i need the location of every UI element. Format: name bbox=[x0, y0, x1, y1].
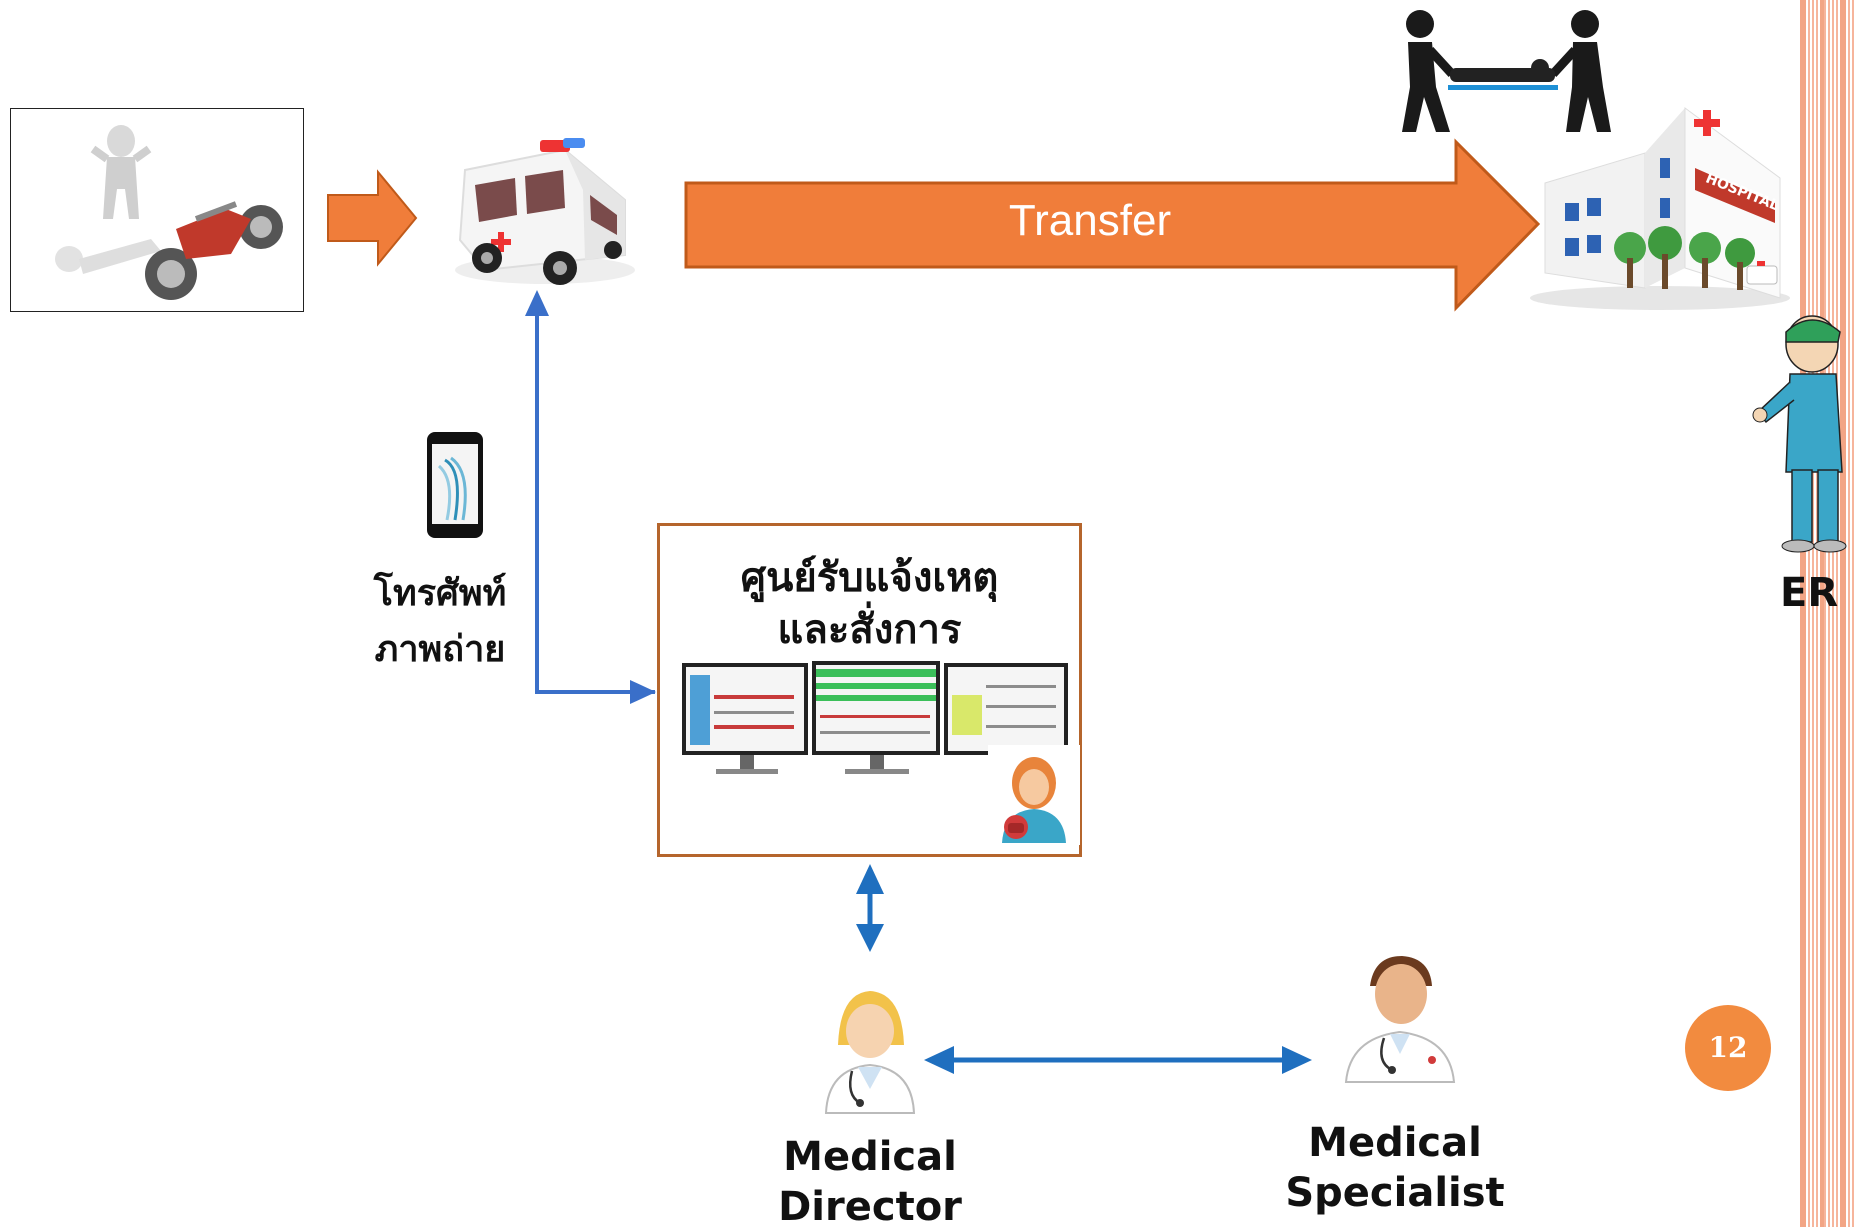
accident-icon bbox=[55, 125, 283, 300]
medical-director-label: Medical Director bbox=[745, 1132, 995, 1232]
small-orange-arrow bbox=[327, 169, 418, 267]
monitors-icon bbox=[682, 661, 1068, 774]
decorative-stripe bbox=[1800, 0, 1806, 1227]
command-center-title-line2: และสั่งการ bbox=[777, 607, 962, 653]
medical-specialist-line1: Medical bbox=[1308, 1120, 1482, 1166]
director-specialist-connector bbox=[924, 1046, 1312, 1074]
hospital-icon: HOSPITAL bbox=[1530, 107, 1790, 310]
stretcher-icon bbox=[1402, 10, 1611, 132]
phone-label: โทรศัพท์ ภาพถ่าย bbox=[350, 566, 530, 678]
medical-director-icon bbox=[824, 991, 916, 1114]
center-director-connector bbox=[856, 864, 884, 952]
er-label: ER bbox=[1780, 570, 1839, 616]
er-staff-icon bbox=[1752, 315, 1847, 553]
transfer-arrow bbox=[684, 138, 1541, 312]
medical-director-line1: Medical bbox=[783, 1134, 957, 1180]
medical-specialist-label: Medical Specialist bbox=[1270, 1118, 1520, 1218]
operator-icon bbox=[988, 745, 1080, 845]
transfer-label: Transfer bbox=[1008, 196, 1172, 245]
ambulance-icon bbox=[455, 138, 635, 285]
slide-number-badge: 12 bbox=[1685, 1005, 1771, 1091]
decorative-stripes bbox=[1800, 0, 1856, 1227]
phone-label-line2: ภาพถ่าย bbox=[374, 629, 506, 670]
phone-connector bbox=[525, 290, 656, 704]
phone-label-line1: โทรศัพท์ bbox=[373, 573, 507, 614]
accident-scene-box bbox=[10, 108, 304, 312]
medical-specialist-line2: Specialist bbox=[1285, 1170, 1505, 1216]
smartphone-icon bbox=[427, 432, 483, 538]
medical-specialist-icon bbox=[1344, 956, 1456, 1083]
medical-director-line2: Director bbox=[778, 1184, 962, 1230]
command-center-title: ศูนย์รับแจ้งเหตุ และสั่งการ bbox=[657, 552, 1082, 656]
decorative-stripe bbox=[1840, 0, 1846, 1227]
command-center-title-line1: ศูนย์รับแจ้งเหตุ bbox=[740, 555, 999, 601]
decorative-stripe bbox=[1820, 0, 1824, 1227]
